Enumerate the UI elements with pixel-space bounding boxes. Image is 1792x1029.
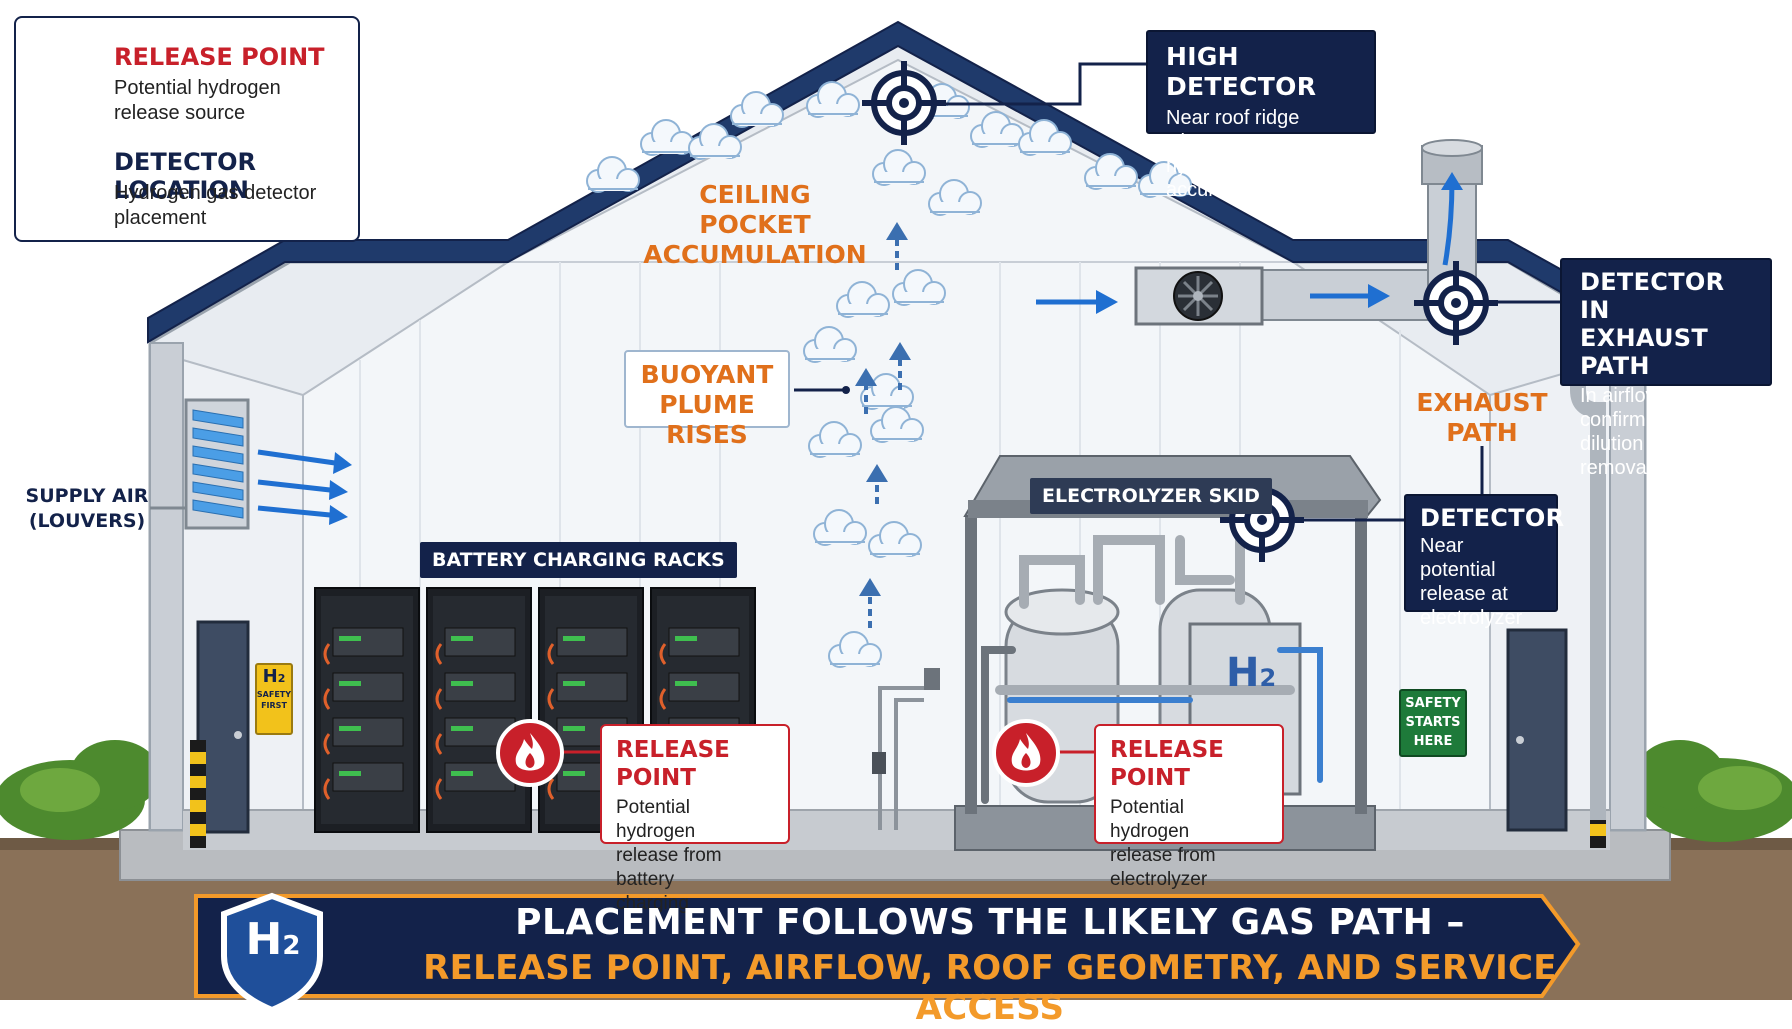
legend-detector-desc-2: placement (114, 207, 207, 229)
shield-h2-text: H2 (245, 914, 301, 965)
h2-shield-icon (221, 892, 323, 1014)
buoyant-plume-label: BUOYANT PLUME RISES (624, 350, 790, 449)
exhaust-path-label: EXHAUST PATH (1416, 388, 1548, 447)
fan-icon (1173, 271, 1223, 321)
legend-detector-title: DETECTOR LOCATION (114, 148, 256, 204)
banner-headline: PLACEMENT FOLLOWS THE LIKELY GAS PATH – (515, 902, 1465, 943)
banner-subheadline: RELEASE POINT, AIRFLOW, ROOF GEOMETRY, A… (423, 948, 1557, 1028)
flame-icon (496, 719, 564, 787)
battery-racks-label: BATTERY CHARGING RACKS (420, 542, 737, 578)
ceiling-pocket-label: CEILING POCKET ACCUMULATION (643, 180, 867, 269)
supply-air-label: SUPPLY AIR (LOUVERS) (25, 485, 149, 532)
high-detector-callout: HIGH DETECTOR Near roof ridge where hydr… (1146, 30, 1376, 201)
battery-release-callout: RELEASE POINT Potential hydrogen release… (600, 724, 790, 914)
legend: RELEASE POINT Potential hydrogen release… (14, 16, 360, 242)
legend-release-desc-1: Potential hydrogen (114, 77, 281, 99)
legend-release-desc-2: release source (114, 102, 246, 124)
exhaust-detector-callout: DETECTOR IN EXHAUST PATH In airflow to c… (1560, 258, 1772, 479)
bollard-left (190, 740, 206, 848)
electrolyzer-skid-label: ELECTROLYZER SKID (1030, 478, 1272, 514)
h2-safety-sign: H2 SAFETY FIRST (256, 666, 292, 710)
legend-release-title: RELEASE POINT (114, 43, 325, 71)
flame-icon (992, 719, 1060, 787)
safety-starts-here-sign: SAFETY STARTS HERE (1405, 696, 1461, 749)
electrolyzer-release-callout: RELEASE POINT Potential hydrogen release… (1094, 724, 1284, 890)
legend-detector-desc-1: Hydrogen gas detector (114, 182, 317, 204)
electrolyzer-h2-marking: H2 (1226, 650, 1277, 696)
arrow-up-icon (855, 222, 911, 628)
electrolyzer-detector-callout: DETECTOR Near potential release at elect… (1404, 494, 1564, 629)
